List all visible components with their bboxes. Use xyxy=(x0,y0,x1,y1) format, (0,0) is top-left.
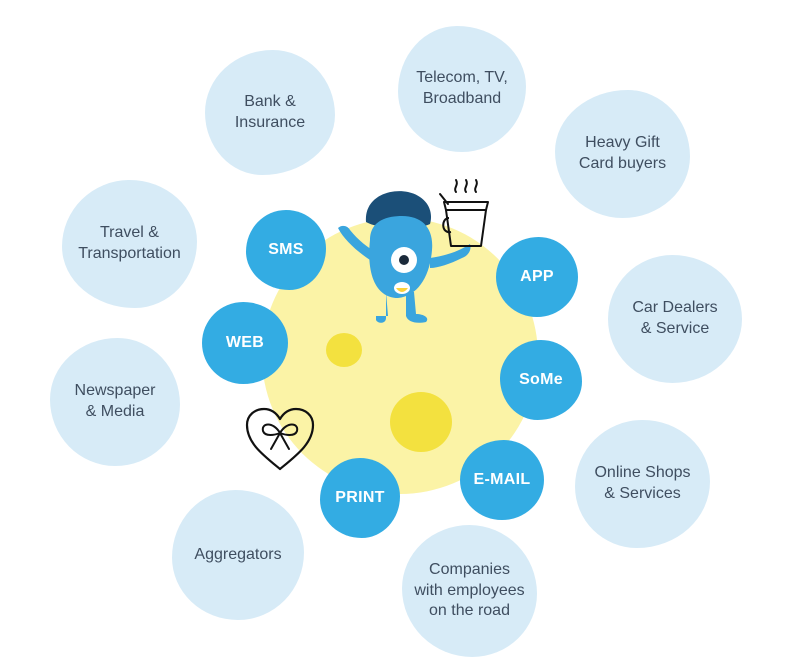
moon-crater-small xyxy=(326,333,362,367)
coffee-cup-icon xyxy=(439,179,489,247)
channel-sms: SMS xyxy=(246,210,326,290)
channel-label: SoMe xyxy=(519,371,563,388)
segment-label: Telecom, TV, Broadband xyxy=(416,69,508,107)
segment-label: Heavy Gift Card buyers xyxy=(578,134,667,172)
channel-e-mail: E-MAIL xyxy=(460,440,544,520)
segment-online-shops-services: Online Shops & Services xyxy=(575,420,710,548)
segment-car-dealers-service: Car Dealers & Service xyxy=(608,255,742,383)
channel-app: APP xyxy=(496,237,578,317)
channel-web: WEB xyxy=(202,302,288,384)
segment-label: Newspaper & Media xyxy=(74,382,156,420)
moon-crater-large xyxy=(390,392,452,452)
segment-heavy-gift-card-buyers: Heavy Gift Card buyers xyxy=(555,90,690,218)
channel-print: PRINT xyxy=(320,458,400,538)
segment-travel-transportation: Travel & Transportation xyxy=(62,180,197,308)
channel-label: SMS xyxy=(268,241,304,258)
segment-label: Companies with employees on the road xyxy=(414,560,525,620)
segment-bank-insurance: Bank & Insurance xyxy=(205,50,335,175)
segment-telecom-tv-broadband: Telecom, TV, Broadband xyxy=(398,26,526,152)
segment-label: Aggregators xyxy=(194,545,282,563)
segment-aggregators: Aggregators xyxy=(172,490,304,620)
segment-label: Online Shops & Services xyxy=(594,464,691,502)
channel-label: APP xyxy=(520,268,554,285)
gift-heart-icon xyxy=(245,407,315,471)
segment-newspaper-media: Newspaper & Media xyxy=(50,338,180,466)
channel-label: PRINT xyxy=(335,489,385,506)
segment-label: Bank & Insurance xyxy=(234,92,306,131)
channel-some: SoMe xyxy=(500,340,582,420)
segment-label: Car Dealers & Service xyxy=(632,299,718,337)
segment-companies-employees-road: Companies with employees on the road xyxy=(402,525,537,657)
channel-label: WEB xyxy=(225,334,265,351)
mascot-illustration xyxy=(338,191,471,323)
segment-label: Travel & Transportation xyxy=(78,224,181,262)
channel-label: E-MAIL xyxy=(473,471,531,488)
